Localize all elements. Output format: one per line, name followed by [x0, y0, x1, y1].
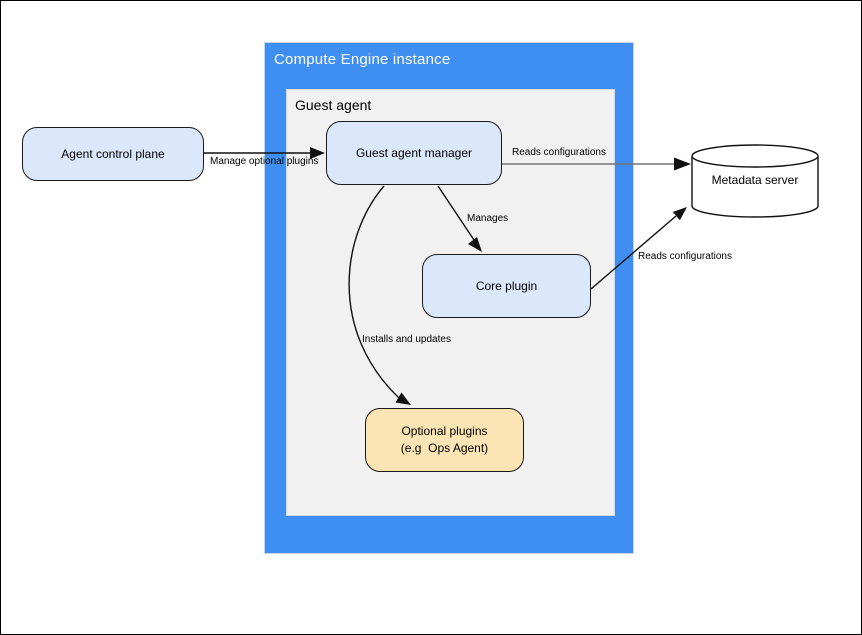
edge-label-installs-and-updates: Installs and updates [362, 334, 451, 345]
edge-label-reads-configurations-core: Reads configurations [638, 251, 732, 262]
edge-label-reads-configurations-manager: Reads configurations [512, 147, 606, 158]
node-agent-control-plane: Agent control plane [22, 127, 204, 181]
guest-agent-title: Guest agent [295, 97, 372, 113]
arrowhead [672, 207, 687, 221]
guest-agent-manager-label: Guest agent manager [355, 145, 473, 160]
node-core-plugin: Core plugin [422, 254, 591, 318]
node-guest-agent-manager: Guest agent manager [326, 121, 502, 185]
core-plugin-label: Core plugin [475, 278, 538, 293]
edge-label-manages: Manages [467, 213, 509, 224]
agent-control-plane-label: Agent control plane [61, 146, 165, 161]
node-metadata-server: Metadata server [691, 144, 819, 218]
optional-plugins-label-line1: Optional plugins [401, 424, 488, 438]
optional-plugins-label-line2: (e.g Ops Agent) [400, 441, 489, 455]
metadata-server-label: Metadata server [711, 173, 799, 187]
cylinder-shape [691, 144, 819, 218]
edge-label-manage-optional-plugins: Manage optional plugins [210, 156, 319, 167]
compute-engine-instance-title: Compute Engine instance [274, 51, 451, 68]
node-optional-plugins: Optional plugins (e.g Ops Agent) [365, 408, 524, 472]
arrowhead [674, 157, 691, 171]
